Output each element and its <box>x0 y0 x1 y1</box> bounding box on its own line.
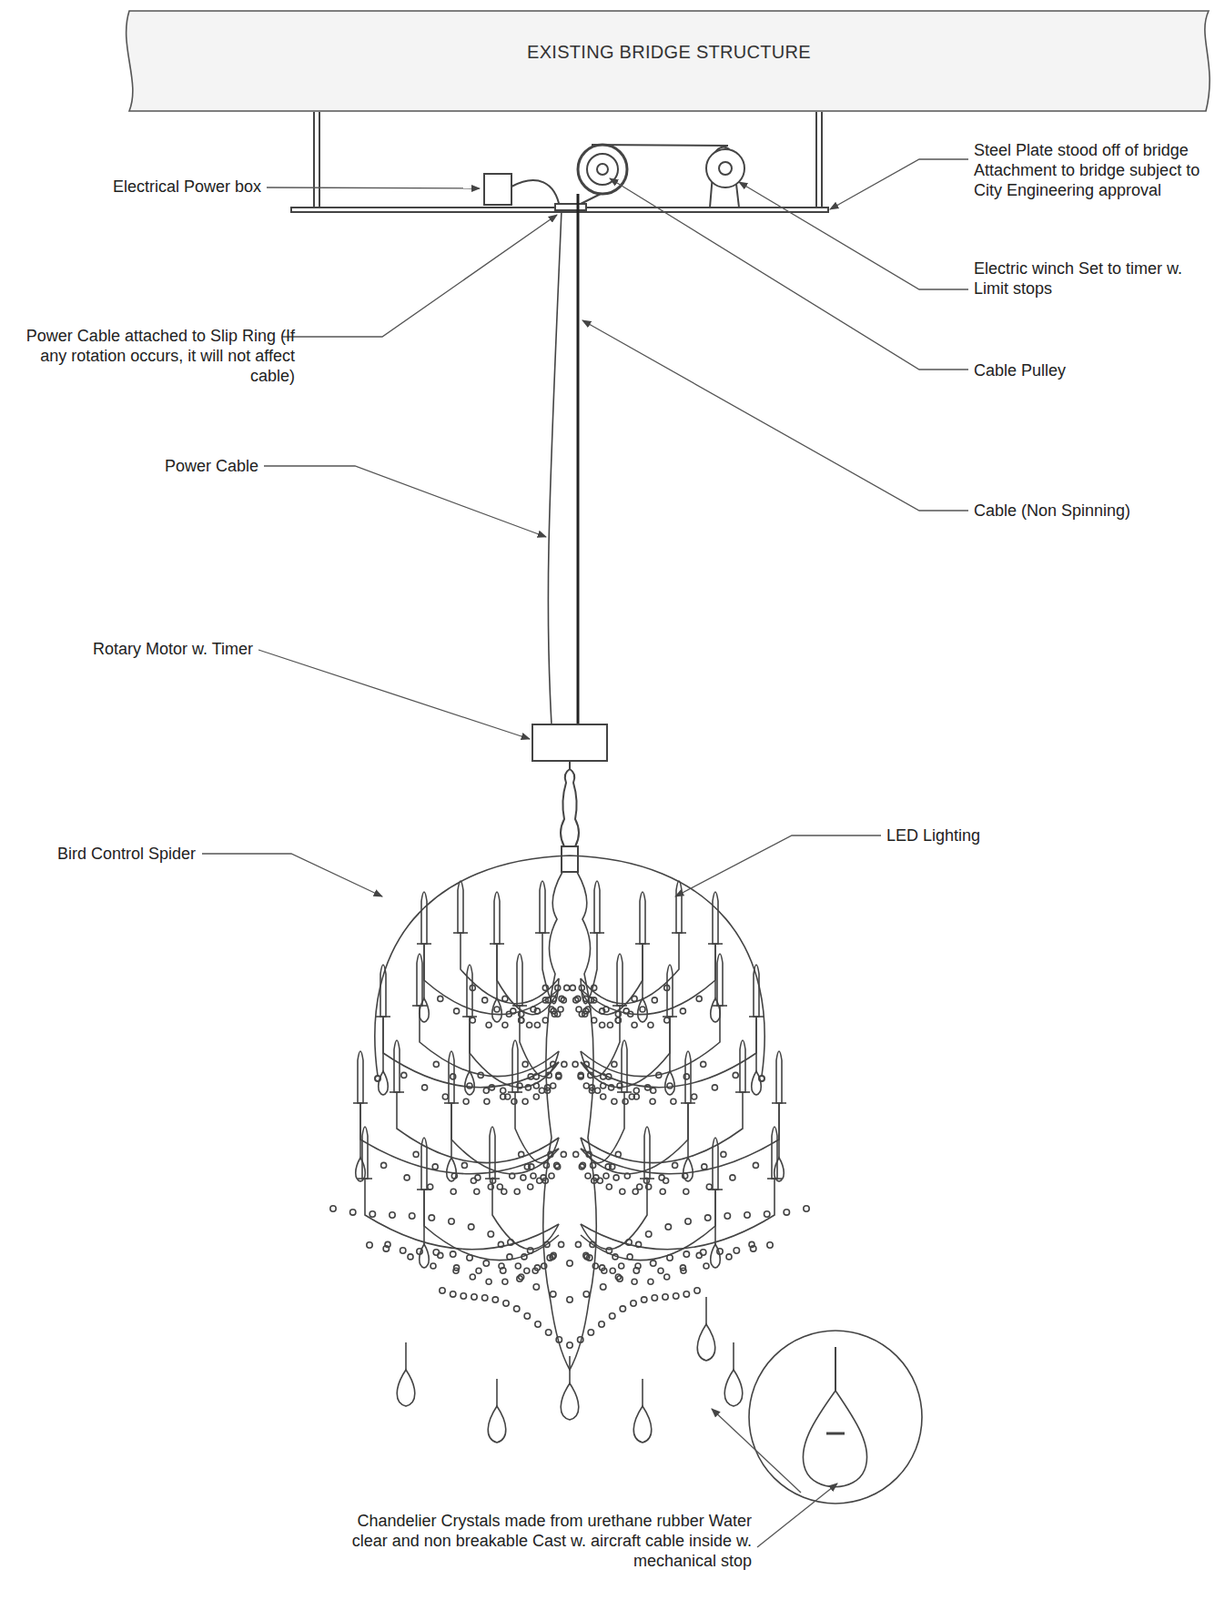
callout-label: Rotary Motor w. Timer <box>34 638 254 659</box>
callout-label: Cable (Non Spinning) <box>973 500 1211 521</box>
mounting <box>291 111 922 1504</box>
callout-label: LED Lighting <box>886 825 1069 846</box>
callout-label: Electrical Power box <box>24 176 262 197</box>
callout-label: Steel Plate stood off of bridge Attachme… <box>973 140 1211 201</box>
node-title: EXISTING BRIDGE STRUCTURE <box>118 41 1220 63</box>
leader-lines <box>202 159 969 1548</box>
callout-label: Chandelier Crystals made from urethane r… <box>342 1510 752 1571</box>
callout-label: Power Cable attached to Slip Ring (If an… <box>3 325 295 386</box>
callout-label: Electric winch Set to timer w. Limit sto… <box>973 258 1211 299</box>
callout-label: Cable Pulley <box>973 360 1193 381</box>
callout-label: Power Cable <box>76 455 259 476</box>
callout-label: Bird Control Spider <box>13 843 196 864</box>
chandelier <box>330 871 810 1443</box>
bridge-band: EXISTING BRIDGE STRUCTURE <box>118 9 1220 113</box>
